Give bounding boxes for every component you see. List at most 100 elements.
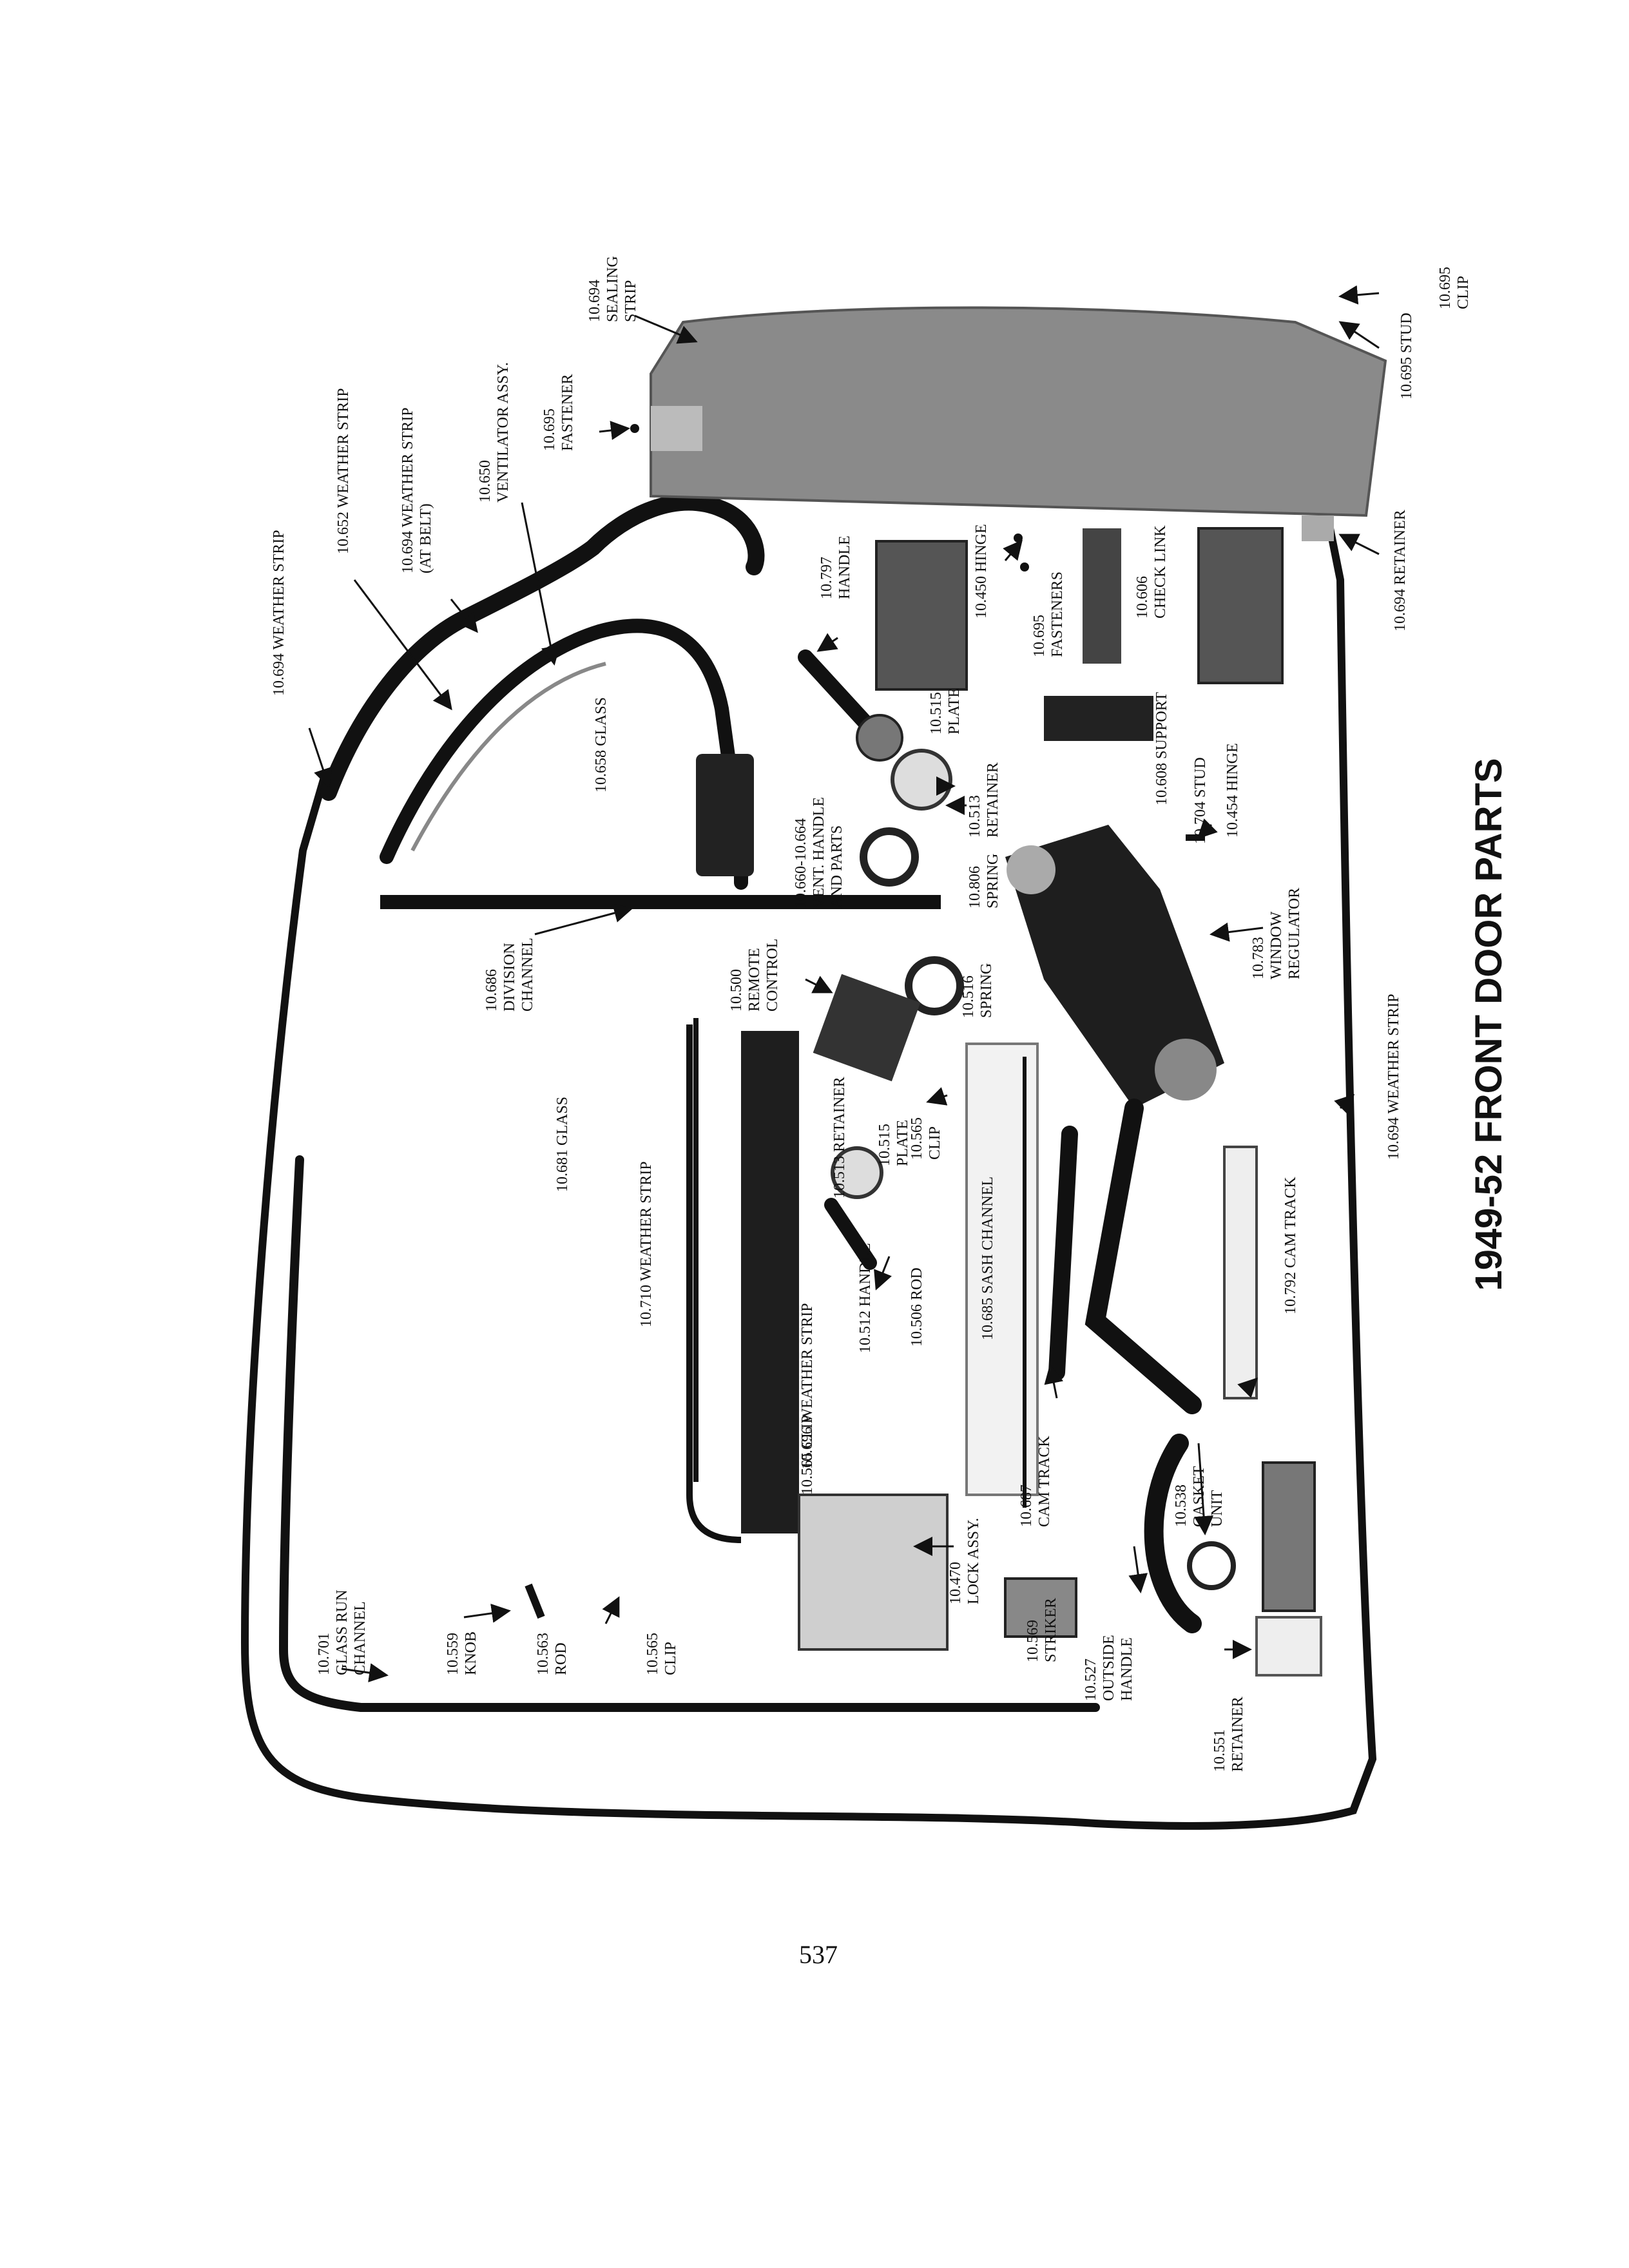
spring-2-part xyxy=(905,956,964,1015)
callout-label: 10.783WINDOWREGULATOR xyxy=(1250,888,1303,979)
callout-line: 10.660-10.664 xyxy=(793,818,809,908)
small-retainer-part xyxy=(1302,515,1334,541)
callout-line: RETAINER xyxy=(1229,1696,1246,1772)
check-link-part xyxy=(1083,528,1121,664)
callout-line: 10.565 xyxy=(644,1633,661,1675)
plate-part xyxy=(891,749,952,811)
callout-label: 10.565CLIP xyxy=(909,1117,943,1160)
callout-label: 10.608 SUPPORT xyxy=(1153,692,1170,805)
callout-line: 10.650 xyxy=(477,460,494,503)
callout-label: 10.606CHECK LINK xyxy=(1134,525,1169,619)
diagram-title: 1949-52 FRONT DOOR PARTS xyxy=(1468,758,1510,1291)
callout-label: 10.506 ROD xyxy=(909,1267,925,1347)
callout-line: 10.470 xyxy=(947,1562,964,1604)
callout-line: 10.694 WEATHER STRIP xyxy=(400,407,416,573)
callout-label: 10.512 HANDLE xyxy=(857,1243,874,1353)
page-number: 537 xyxy=(799,1940,838,1969)
callout-line: 10.538 xyxy=(1173,1485,1190,1527)
callout-line: 10.696 WEATHER STRIP xyxy=(799,1303,816,1469)
callout-line: HANDLE xyxy=(836,535,853,599)
callout-line: GLASS RUN xyxy=(334,1590,351,1675)
callout-line: 10.695 STUD xyxy=(1398,312,1415,399)
callout-label: 10.660-10.664VENT. HANDLEAND PARTS xyxy=(793,797,845,908)
gasket-unit-part xyxy=(1187,1541,1236,1590)
callout-label: 10.658 GLASS xyxy=(593,697,610,793)
callout-line: CLIP xyxy=(1455,276,1472,309)
callout-line: 10.658 GLASS xyxy=(593,697,610,793)
door-glass-weather-strip-part xyxy=(741,1031,799,1533)
glass-run-channel-part xyxy=(278,1155,1100,1712)
callout-label: 10.687CAM TRACK xyxy=(1018,1436,1053,1527)
callout-line: 10.565 CLIP xyxy=(799,1415,816,1495)
fasteners-dot xyxy=(1014,533,1023,543)
callout-label: 10.792 CAM TRACK xyxy=(1282,1177,1299,1314)
callout-label: 10.513 RETAINER xyxy=(831,1077,848,1198)
callout-label: 10.694SEALINGSTRIP xyxy=(586,256,639,322)
callout-label: 10.559KNOB xyxy=(445,1631,479,1675)
callout-line: 10.694 WEATHER STRIP xyxy=(271,530,287,696)
callout-label: 10.686DIVISIONCHANNEL xyxy=(483,937,536,1012)
callout-label: 10.565CLIP xyxy=(644,1633,679,1675)
callout-label: 10.704 STUD xyxy=(1192,757,1209,844)
callout-line: 10.608 SUPPORT xyxy=(1153,692,1170,805)
callout-line: HANDLE xyxy=(1119,1637,1135,1701)
callout-line: STRIP xyxy=(622,280,639,322)
callout-line: PLATE xyxy=(894,1120,911,1166)
callout-label: 10.650VENTILATOR ASSY. xyxy=(477,362,512,503)
callout-line: CLIP xyxy=(927,1126,943,1160)
callout-line: WINDOW xyxy=(1268,911,1285,979)
callout-label: 10.450 HINGE xyxy=(973,524,990,619)
callout-line: 10.783 xyxy=(1250,937,1267,979)
callout-label: 10.695FASTENERS xyxy=(1031,572,1066,657)
callout-line: SPRING xyxy=(985,854,1001,908)
callout-line: 10.695 xyxy=(1031,615,1048,657)
callout-line: 10.563 xyxy=(535,1633,552,1675)
callout-line: PLATE xyxy=(946,688,963,735)
callout-line: KNOB xyxy=(463,1631,479,1675)
callout-line: SPRING xyxy=(978,963,995,1018)
callout-line: 10.516 xyxy=(960,975,977,1018)
window-regulator-part xyxy=(1005,825,1224,1108)
regulator-arm-2-part xyxy=(1048,1126,1078,1381)
fasteners-dot-2 xyxy=(1020,562,1029,572)
callout-label: 10.695FASTENER xyxy=(541,374,576,451)
callout-label: 10.470LOCK ASSY. xyxy=(947,1518,982,1604)
callout-line: STRIKER xyxy=(1043,1598,1059,1662)
callout-line: 10.559 xyxy=(445,1633,461,1675)
callout-line: 10.515 xyxy=(928,692,945,735)
callout-line: UNIT xyxy=(1209,1490,1226,1527)
upper-hinge-part xyxy=(875,540,968,691)
callout-label: 10.500REMOTECONTROL xyxy=(728,939,781,1012)
sash-channel-part xyxy=(965,1043,1039,1496)
callout-line: 10.694 RETAINER xyxy=(1392,510,1409,631)
callout-line: 10.506 ROD xyxy=(909,1267,925,1347)
callout-line: DIVISION xyxy=(501,943,518,1012)
callout-label: 10.695 STUD xyxy=(1398,312,1415,399)
callout-label: 10.569STRIKER xyxy=(1025,1598,1059,1662)
callout-line: 10.694 xyxy=(586,280,603,322)
lower-hinge-part xyxy=(1197,527,1284,684)
callout-line: 10.694 WEATHER STRIP xyxy=(1385,994,1402,1160)
leader-lines xyxy=(308,285,1380,1683)
callout-label: 10.681 GLASS xyxy=(554,1097,571,1192)
belt-weather-strip-part xyxy=(320,494,765,801)
callout-line: 10.500 xyxy=(728,969,745,1012)
window-handle-part xyxy=(824,1198,877,1270)
callout-line: AND PARTS xyxy=(829,825,845,908)
callout-line: FASTENER xyxy=(559,374,576,451)
callout-line: 10.454 HINGE xyxy=(1224,743,1241,838)
callout-line: 10.681 GLASS xyxy=(554,1097,571,1192)
vent-handle-part xyxy=(696,754,754,876)
callout-line: 10.569 xyxy=(1025,1620,1041,1662)
callout-label: 10.695CLIP xyxy=(1437,267,1472,309)
callout-label: 10.696 WEATHER STRIP xyxy=(799,1303,816,1469)
callout-line: 10.701 xyxy=(316,1633,333,1675)
lock-assembly-part xyxy=(798,1494,949,1651)
sealing-strip-part xyxy=(650,306,1387,517)
callout-line: 10.695 xyxy=(1437,267,1454,309)
support-part xyxy=(1044,696,1153,741)
plate-2-part xyxy=(831,1146,883,1199)
ventilator-frame-part xyxy=(380,619,748,890)
callout-label: 10.694 WEATHER STRIP xyxy=(1385,994,1402,1160)
